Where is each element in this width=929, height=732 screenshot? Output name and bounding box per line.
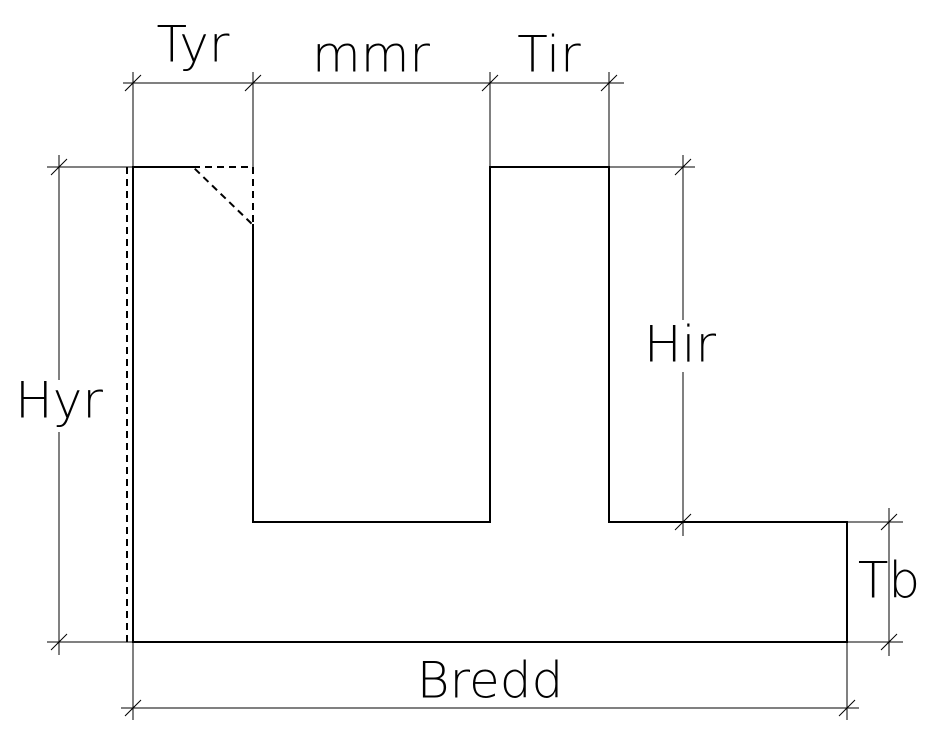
right-dimension-hir — [609, 155, 695, 536]
label-mmr: mmr — [312, 26, 430, 84]
label-hyr: Hyr — [15, 372, 103, 430]
label-tb: Tb — [858, 552, 920, 610]
label-bredd: Bredd — [417, 652, 563, 710]
section-outline — [132, 166, 848, 643]
label-tyr: Tyr — [157, 16, 230, 74]
left-dimension — [47, 155, 133, 655]
label-tir: Tir — [517, 26, 581, 84]
right-dimension-tb — [847, 508, 903, 656]
haunch-dashed — [190, 166, 254, 228]
top-dimension — [123, 72, 624, 167]
bottom-dimension — [121, 642, 859, 720]
label-hir: Hir — [644, 316, 716, 374]
